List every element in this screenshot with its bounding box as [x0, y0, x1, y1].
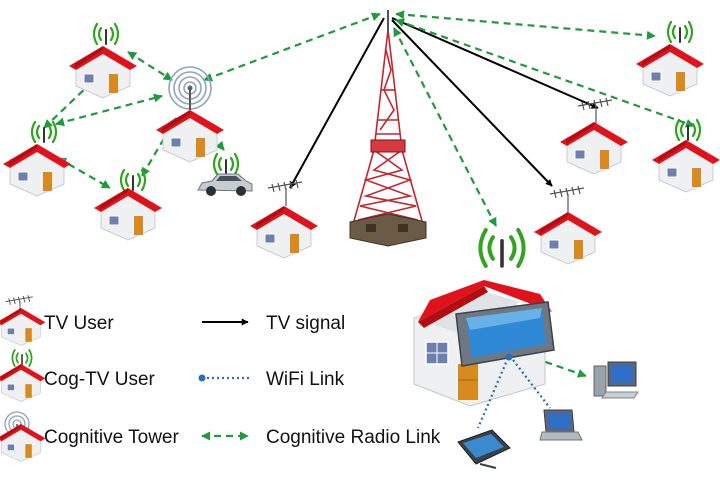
radio-wave-icon [674, 118, 702, 142]
legend-cognitive-radio-link-label: Cognitive Radio Link [266, 427, 441, 448]
legend-tv-user-label: TV User [44, 313, 114, 334]
house-icon [533, 185, 603, 265]
tv-signal-arrows [289, 17, 599, 189]
tv-antenna-icon [267, 179, 303, 207]
cognitive-radio-link [393, 27, 497, 227]
tv-screen-icon [455, 301, 555, 367]
house-icon [559, 97, 629, 175]
legend-cognitive-tower-icon [0, 411, 46, 462]
cognitive-radio-link [203, 12, 381, 82]
cognitive-radio-link [55, 93, 163, 127]
house-icon [0, 307, 46, 346]
cognitive-radio-link [57, 157, 111, 189]
radio-wave-icon [92, 22, 120, 46]
legend-wifi-link-label: WiFi Link [266, 369, 345, 390]
radio-wave-icon [119, 168, 147, 192]
legend-tv-signal-label: TV signal [266, 313, 346, 334]
car-icon [197, 152, 253, 196]
house-icon [0, 363, 46, 402]
tv-signal-arrow [391, 19, 553, 187]
legend-wifi-link-line [198, 374, 250, 382]
wifi-links [476, 353, 551, 429]
legend-tv-user-icon [0, 294, 46, 346]
radio-wave-icon [11, 349, 33, 367]
desktop-computer-icon [593, 361, 639, 399]
radio-wave-icon [30, 120, 58, 144]
wifi-link [509, 355, 551, 409]
house-icon [68, 22, 138, 99]
transmission-tower-icon [349, 10, 427, 247]
house-icon [651, 118, 720, 193]
legend-cog-tv-user-label: Cog-TV User [44, 369, 155, 390]
house-icon [93, 168, 163, 241]
house-icon [155, 109, 225, 163]
house-icon [2, 120, 72, 197]
laptop-icon [539, 409, 583, 441]
tv-signal-arrow [391, 17, 599, 109]
house-icon [635, 20, 705, 97]
house-icon [249, 179, 319, 259]
radio-wave-icon [478, 228, 526, 268]
cognitive-tower-icon [168, 66, 212, 110]
cognitive-radio-link [127, 51, 173, 81]
radio-wave-icon [666, 20, 694, 44]
tv-antenna-icon [549, 185, 585, 213]
legend-cognitive-tower-label: Cognitive Tower [44, 427, 179, 448]
tablet-icon [457, 429, 511, 469]
radio-wave-icon [212, 152, 240, 176]
cognitive-radio-link [533, 356, 587, 378]
legend-cog-tv-user-icon [0, 349, 46, 402]
